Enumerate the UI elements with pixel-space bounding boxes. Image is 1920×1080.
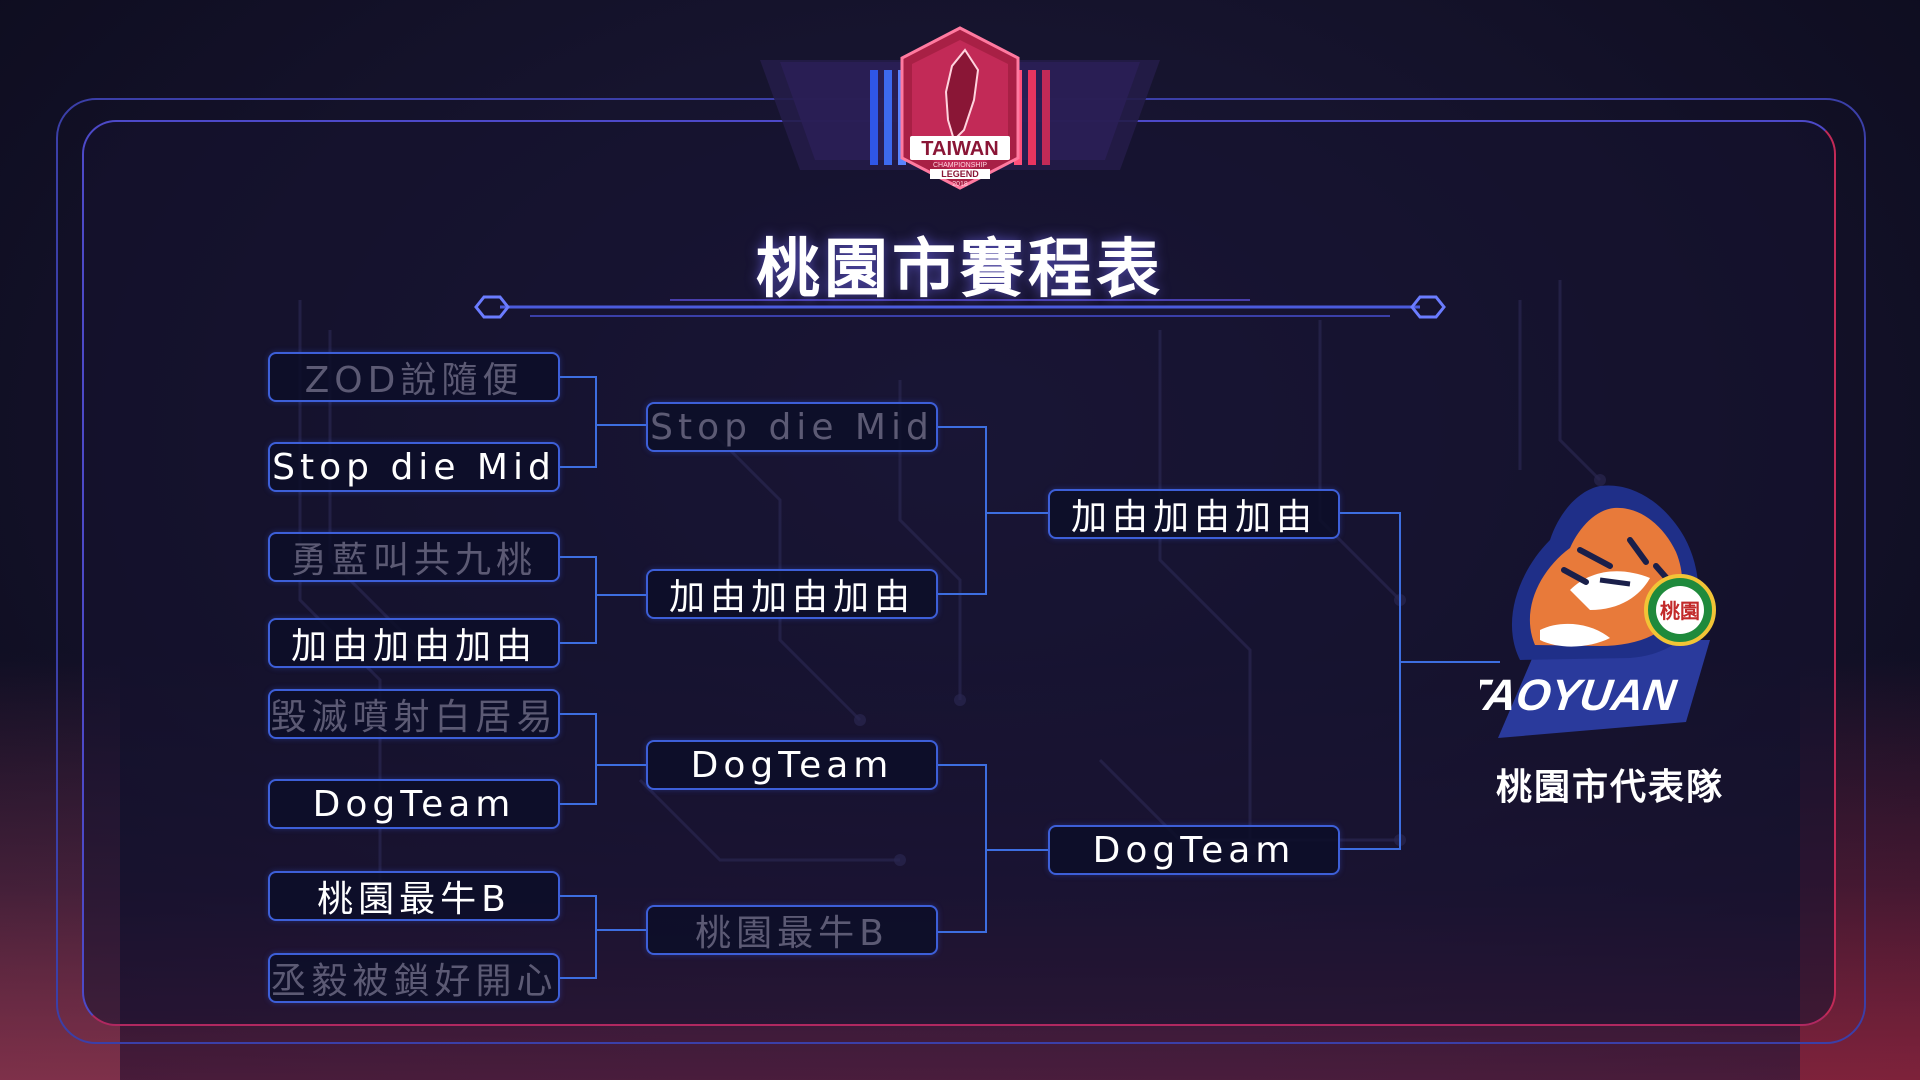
title-underline-decoration	[474, 295, 1446, 319]
bracket-team-r1-8: 丞毅被鎖好開心	[268, 953, 560, 1003]
bracket-team-r1-2: Stop die Mid	[268, 442, 560, 492]
champion-caption: 桃園市代表隊	[1495, 767, 1724, 808]
bracket-team-r3-2: DogTeam	[1048, 825, 1340, 875]
emblem-wordmark: TAOYUAN	[1480, 671, 1680, 720]
bracket-team-r1-4: 加由加由加由	[268, 618, 560, 668]
team-name: 桃園最牛B	[695, 913, 889, 954]
team-name: 勇藍叫共九桃	[290, 540, 537, 581]
bracket-team-r1-6: DogTeam	[268, 779, 560, 829]
team-name: DogTeam	[1092, 829, 1296, 871]
championship-logo: TAIWAN CHAMPIONSHIP LEGEND 2018	[760, 0, 1160, 210]
tiger-team-emblem: 桃園 TAOYUAN	[1458, 470, 1720, 750]
team-name: Stop die Mid	[272, 446, 556, 488]
logo-sub1: CHAMPIONSHIP	[933, 162, 987, 169]
bracket-team-r3-1: 加由加由加由	[1048, 489, 1340, 539]
team-name: 加由加由加由	[1070, 497, 1317, 538]
team-name: Stop die Mid	[650, 406, 934, 448]
bracket-team-r2-1: Stop die Mid	[646, 402, 938, 452]
logo-sub2: LEGEND	[941, 169, 979, 179]
bracket-team-r1-7: 桃園最牛B	[268, 871, 560, 921]
team-name: 桃園最牛B	[317, 879, 511, 920]
bracket-team-r2-2: 加由加由加由	[646, 569, 938, 619]
logo-name: TAIWAN	[921, 138, 998, 160]
team-name: 毀滅噴射白居易	[270, 697, 558, 738]
team-name: DogTeam	[690, 744, 894, 786]
team-name: 加由加由加由	[668, 577, 915, 618]
team-name: 丞毅被鎖好開心	[270, 961, 558, 1002]
bracket-team-r1-3: 勇藍叫共九桃	[268, 532, 560, 582]
page-title: 桃園市賽程表	[756, 233, 1164, 307]
team-name: ZOD說隨便	[304, 360, 524, 401]
emblem-badge-text: 桃園	[1660, 599, 1700, 623]
bracket-team-r1-1: ZOD說隨便	[268, 352, 560, 402]
bracket-team-r2-4: 桃園最牛B	[646, 905, 938, 955]
bracket-team-r1-5: 毀滅噴射白居易	[268, 689, 560, 739]
team-name: DogTeam	[312, 783, 516, 825]
logo-year: 2018	[952, 181, 968, 188]
bracket-team-r2-3: DogTeam	[646, 740, 938, 790]
team-name: 加由加由加由	[290, 626, 537, 667]
